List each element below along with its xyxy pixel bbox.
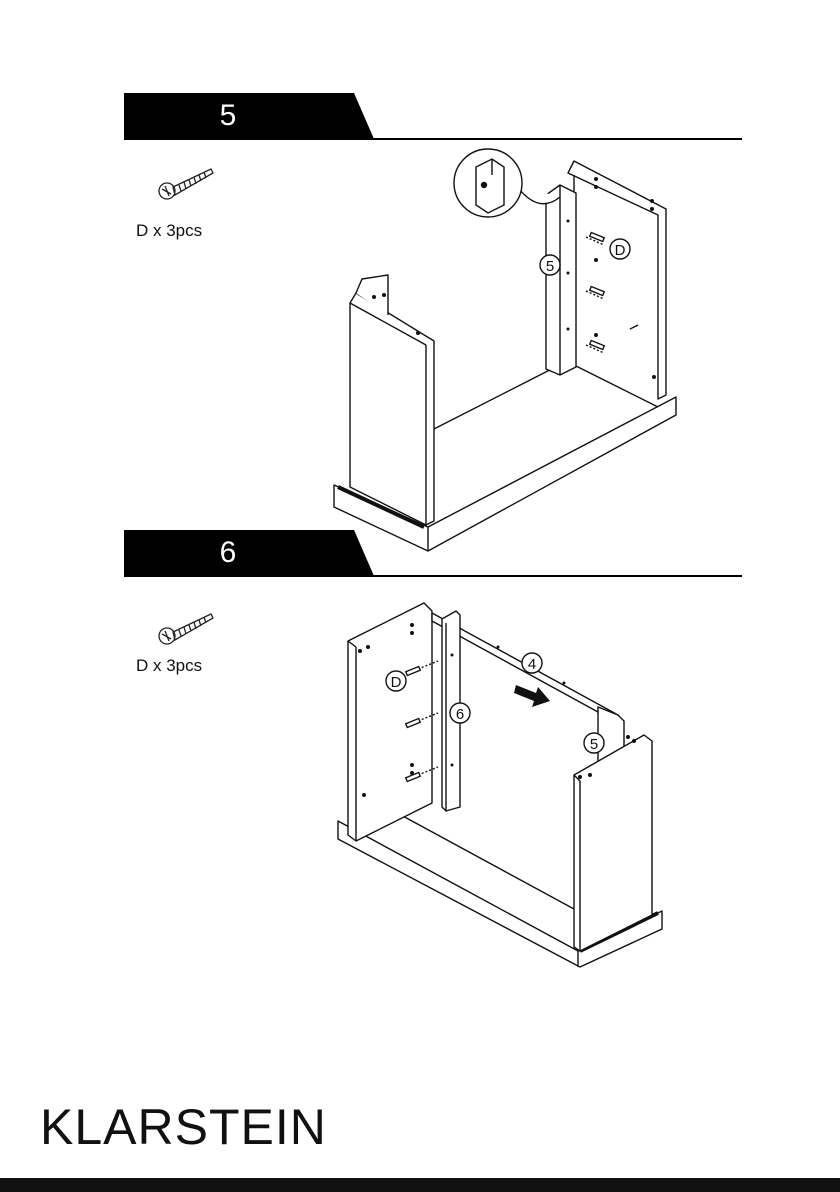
panel-new-callout-label: 6 — [456, 706, 464, 723]
step-6-rule — [124, 575, 742, 577]
step-5-label-bar — [124, 93, 374, 139]
panel-prev-callout-label: 5 — [590, 736, 598, 753]
step-5-assembly-illustration: 5 D — [328, 145, 688, 555]
screw-icon — [155, 163, 217, 205]
rail-callout-label: 4 — [528, 656, 536, 673]
step-5-number: 5 — [208, 97, 248, 135]
step-6-parts-label: D x 3pcs — [136, 656, 202, 676]
step-6-assembly-illustration: 4 6 5 D — [328, 595, 673, 990]
step-5-header: 5 — [124, 93, 742, 141]
step-5-parts-label: D x 3pcs — [136, 221, 202, 241]
screw-callout-label: D — [391, 674, 402, 691]
brand-logo: KLARSTEIN — [40, 1098, 327, 1156]
step-5-rule — [124, 138, 742, 140]
step-6-number: 6 — [208, 534, 248, 572]
direction-arrow-icon — [514, 685, 550, 707]
screw-callout-label: D — [615, 242, 626, 259]
footer-bar — [0, 1178, 840, 1192]
step-6-header: 6 — [124, 530, 742, 578]
screw-icon — [155, 608, 217, 650]
panel-callout-label: 5 — [546, 258, 554, 275]
step-6-label-bar — [124, 530, 374, 576]
